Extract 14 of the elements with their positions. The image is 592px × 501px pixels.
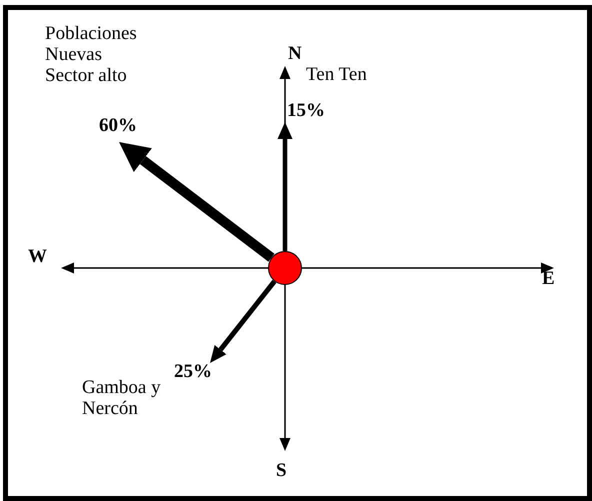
arrow <box>280 285 290 451</box>
compass-letter: W <box>28 246 52 267</box>
arrow <box>210 280 276 363</box>
arrow <box>302 262 554 274</box>
arrow <box>278 122 292 251</box>
percentage-label: 15% <box>287 101 325 121</box>
percentage-label: 60% <box>99 116 137 136</box>
compass-letter: E <box>542 268 560 289</box>
place-label: Poblaciones Nuevas Sector alto <box>45 23 155 86</box>
compass-letter: N <box>288 43 306 64</box>
place-label: Ten Ten <box>306 64 396 85</box>
arrow <box>119 142 274 262</box>
compass-letter: S <box>276 460 294 481</box>
arrow <box>61 262 268 274</box>
